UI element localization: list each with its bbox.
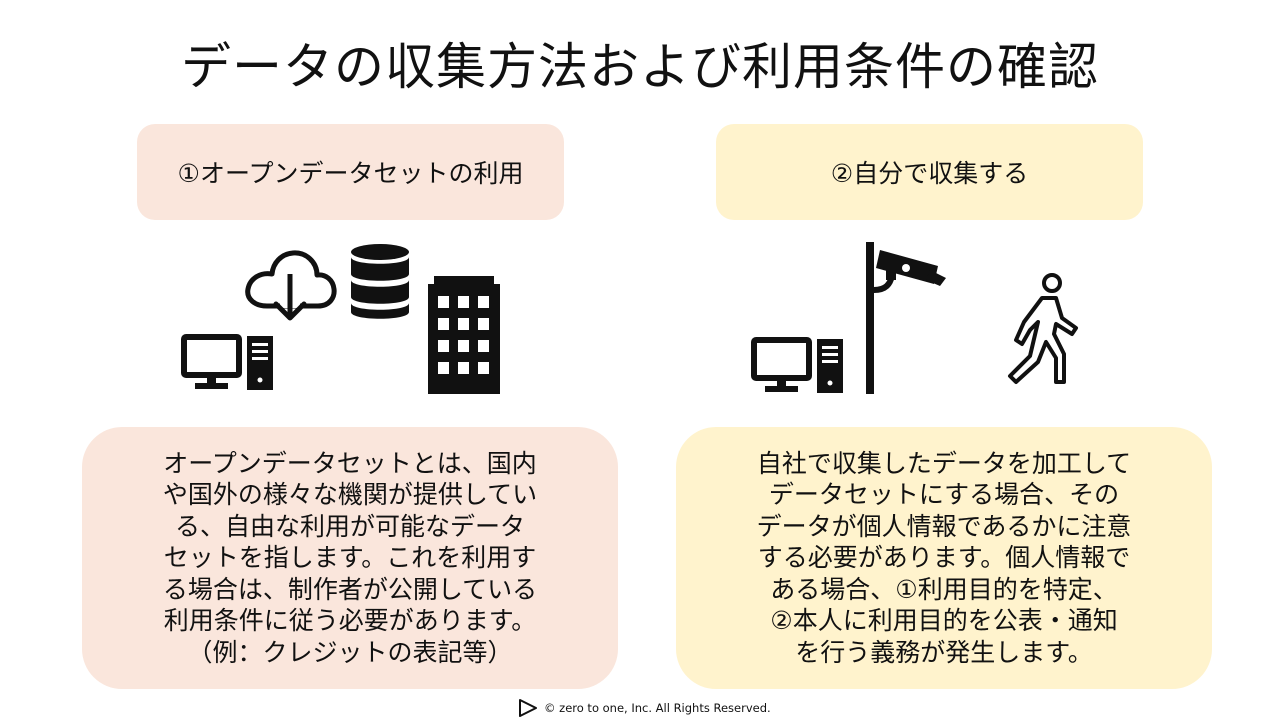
open-dataset-description: オープンデータセットとは、国内 や国外の様々な機関が提供してい る、自由な利用が… (82, 427, 618, 689)
self-collection-heading-label: ②自分で収集する (830, 159, 1029, 188)
description-line: る、自由な利用が可能なデータ (174, 511, 525, 541)
copyright-text: © zero to one, Inc. All Rights Reserved. (544, 701, 771, 715)
description-line: ②本人に利用目的を公表・通知 (770, 606, 1118, 636)
logo-icon (519, 699, 537, 717)
self-collection-description: 自社で収集したデータを加工して データセットにする場合、その データが個人情報で… (676, 427, 1212, 689)
database-icon (351, 244, 409, 319)
description-line: 利用条件に従う必要があります。 (163, 606, 537, 636)
footer: © zero to one, Inc. All Rights Reserved. (518, 697, 771, 719)
description-line: データセットにする場合、その (768, 480, 1120, 510)
description-line: ある場合、①利用目的を特定、 (770, 574, 1118, 604)
description-line: 自社で収集したデータを加工して (756, 448, 1132, 478)
description-line: （例：クレジットの表記等） (187, 637, 513, 667)
open-dataset-heading: ①オープンデータセットの利用 (137, 124, 564, 220)
description-line: オープンデータセットとは、国内 (163, 448, 537, 478)
description-line: を行う義務が発生します。 (795, 637, 1093, 667)
office-building-icon (428, 276, 500, 394)
open-dataset-heading-label: ①オープンデータセットの利用 (177, 159, 524, 188)
computer-icon (181, 334, 273, 390)
description-line: セットを指します。これを利用す (163, 543, 537, 573)
cloud-download-icon (245, 250, 337, 321)
description-line: する必要があります。個人情報で (757, 543, 1131, 573)
description-line: データが個人情報であるかに注意 (756, 511, 1132, 541)
page-title: データの収集方法および利用条件の確認 (181, 38, 1099, 96)
description-line: や国外の様々な機関が提供してい (162, 480, 538, 510)
description-line: る場合は、制作者が公開している (162, 574, 538, 604)
computer-icon (751, 337, 843, 393)
self-collection-heading: ②自分で収集する (716, 124, 1143, 220)
security-camera-icon (866, 242, 946, 394)
walking-person-icon (1008, 273, 1078, 384)
